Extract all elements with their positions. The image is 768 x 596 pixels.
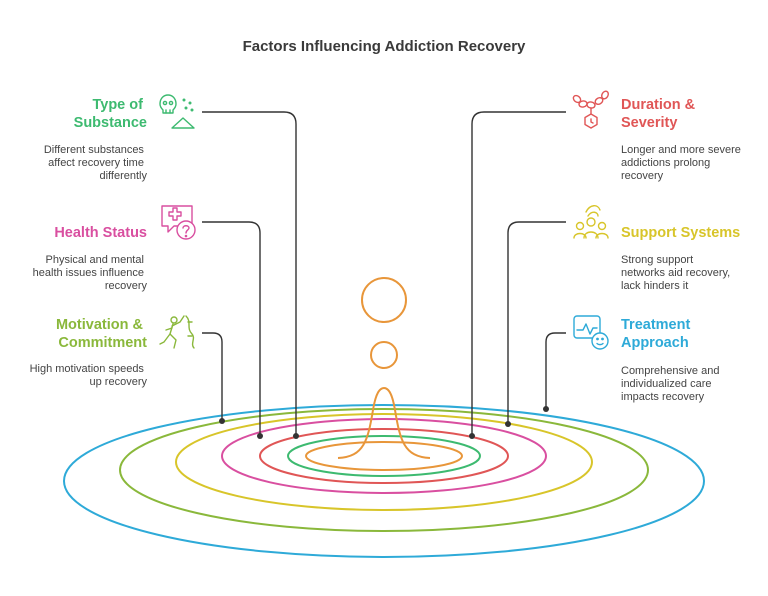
skull-powder-icon (159, 94, 195, 129)
factor-title-line: Severity (621, 115, 677, 131)
climber-icon (159, 315, 195, 349)
connector-treatment (545, 332, 566, 409)
factor-title-line: Duration & (621, 97, 696, 113)
ripple-rings (63, 404, 705, 558)
medical-question-icon (161, 205, 196, 240)
factor-treatment: Treatment Approach Comprehensive and ind… (573, 315, 723, 403)
factor-title: Type of Substance (74, 97, 147, 131)
factor-motivation: Motivation & Commitment High motivation … (30, 315, 195, 388)
factor-support: Support Systems Strong support networks … (573, 205, 740, 292)
connector-duration (471, 111, 566, 436)
droplet-large (361, 277, 407, 323)
factor-description: Comprehensive and individualized care im… (621, 365, 723, 403)
ring-green (287, 435, 481, 477)
factor-title-line: Commitment (58, 335, 147, 351)
factor-description: Different substances affect recovery tim… (44, 144, 148, 182)
ring-blue (63, 404, 705, 558)
connector-motivation (202, 332, 223, 421)
factor-description: Longer and more severe addictions prolon… (621, 144, 744, 182)
factor-description: Physical and mental health issues influe… (33, 254, 148, 292)
page-title: Factors Influencing Addiction Recovery (243, 38, 526, 55)
factor-title-line: Type of (92, 97, 143, 113)
group-support-icon (573, 205, 609, 239)
splash-peak (337, 386, 431, 459)
ring-red (259, 428, 509, 484)
factor-title: Motivation & Commitment (56, 317, 147, 351)
factor-duration: Duration & Severity Longer and more seve… (572, 90, 744, 182)
factor-title: Treatment Approach (621, 317, 694, 351)
connector-health-status (202, 221, 261, 436)
factor-title: Support Systems (621, 225, 740, 241)
ring-orange (305, 441, 463, 471)
connectors (202, 111, 566, 439)
factor-title-line: Substance (74, 115, 147, 131)
connector-type-of-substance (202, 111, 297, 436)
factor-title-line: Support Systems (621, 225, 740, 241)
treatment-monitor-icon (573, 315, 609, 350)
chain-icon (572, 90, 609, 129)
factor-title-line: Treatment (621, 317, 690, 333)
factor-title-line: Health Status (54, 225, 147, 241)
factor-title: Health Status (54, 225, 147, 241)
ring-pink (221, 418, 547, 494)
factor-title-line: Approach (621, 335, 689, 351)
ring-yellow (175, 413, 593, 511)
factor-description: Strong support networks aid recovery, la… (621, 254, 733, 292)
droplet-small (370, 341, 398, 369)
ring-olive (119, 408, 649, 532)
factor-title-line: Motivation & (56, 317, 144, 333)
connector-support (507, 221, 566, 424)
factor-title: Duration & Severity (621, 97, 699, 131)
factor-health-status: Health Status Physical and mental health… (33, 205, 196, 292)
factor-description: High motivation speeds up recovery (30, 363, 148, 388)
factor-type-of-substance: Type of Substance Different substances a… (44, 94, 195, 182)
